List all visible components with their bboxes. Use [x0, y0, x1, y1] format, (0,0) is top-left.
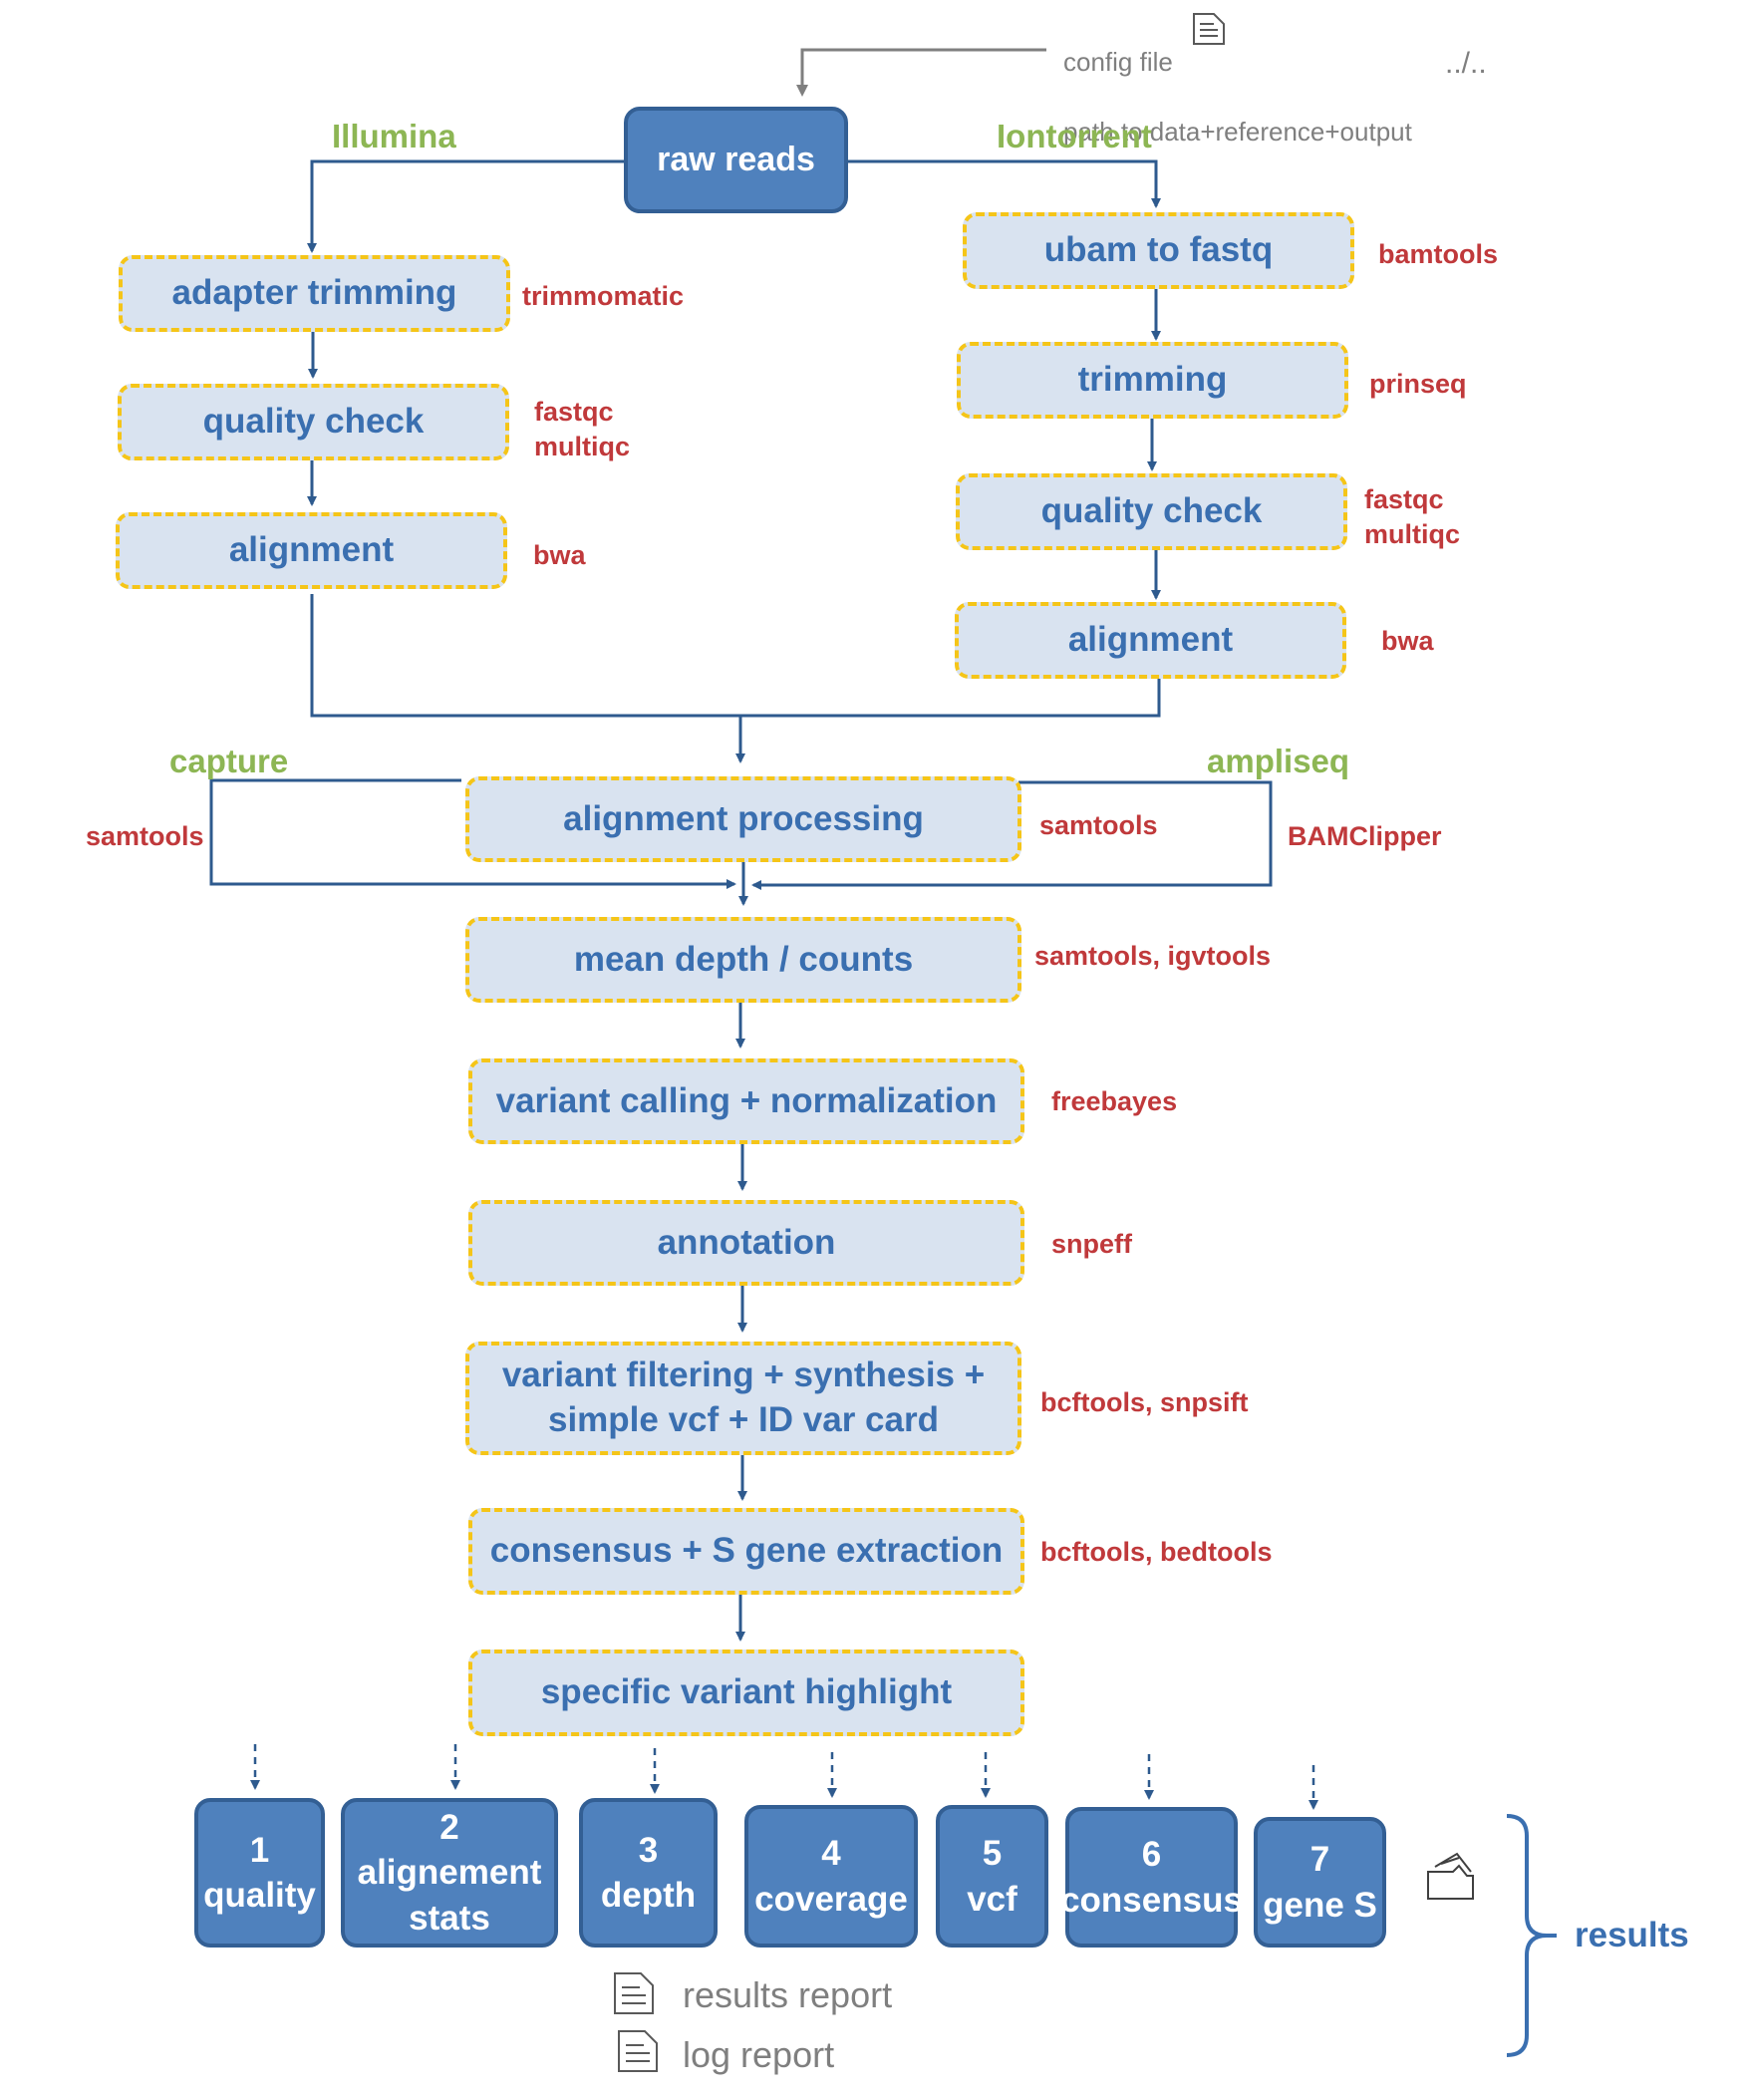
arrow-raw-to-illumina	[307, 159, 625, 253]
ion-step-alignment: alignment	[955, 602, 1346, 679]
branch-capture: capture	[169, 743, 289, 779]
step-alignment-processing: alignment processing	[465, 776, 1021, 862]
tool-consensus-extraction: bcftools, bedtools	[1040, 1537, 1273, 1567]
merge-illumina	[310, 594, 1161, 718]
results-report-label: results report	[683, 1974, 893, 2015]
tool-variant-calling: freebayes	[1051, 1086, 1178, 1116]
output-consensus: 6 consensus	[1060, 1807, 1243, 1948]
branch-iontorrent: Iontorrent	[997, 118, 1152, 154]
output-alignement-stats: 2 alignement stats	[341, 1798, 558, 1948]
ion-tool-fastqc-multiqc: fastqc multiqc	[1364, 484, 1461, 550]
config-file-label: config file	[1063, 47, 1173, 78]
ion-step-trimming: trimming	[957, 342, 1348, 419]
config-paths-label: path to data+reference+output	[1063, 117, 1412, 148]
output-gene-s: 7 gene S	[1254, 1817, 1386, 1948]
capture-loop	[209, 778, 736, 889]
output-vcf: 5 vcf	[936, 1805, 1048, 1948]
tool-alignment-processing: samtools	[1039, 810, 1158, 840]
log-report-label: log report	[683, 2034, 835, 2075]
output-quality: 1 quality	[194, 1798, 325, 1948]
ion-tool-bwa: bwa	[1381, 626, 1434, 656]
step-annotation: annotation	[468, 1200, 1024, 1286]
ampliseq-tool-bamclipper: BAMClipper	[1288, 821, 1442, 851]
step-consensus-extraction: consensus + S gene extraction	[468, 1508, 1024, 1595]
results-label: results	[1575, 1916, 1689, 1954]
illumina-tool-bwa: bwa	[533, 540, 586, 570]
step-specific-variant-highlight: specific variant highlight	[468, 1650, 1024, 1736]
illumina-step-quality-check: quality check	[118, 384, 509, 460]
results-folder-icon	[1427, 1852, 1474, 1900]
raw-reads-node: raw reads	[624, 107, 848, 213]
results-report-icon	[614, 1972, 654, 2014]
branch-illumina: Illumina	[332, 118, 456, 154]
ion-tool-prinseq: prinseq	[1369, 369, 1467, 399]
config-dots: ../..	[1445, 47, 1487, 80]
ampliseq-loop	[751, 780, 1273, 890]
illumina-tool-trimmomatic: trimmomatic	[522, 281, 685, 311]
config-file-icon	[1193, 13, 1225, 45]
branch-ampliseq: ampliseq	[1207, 743, 1350, 779]
ion-step-ubam-to-fastq: ubam to fastq	[963, 212, 1354, 289]
tool-annotation: snpeff	[1051, 1229, 1132, 1259]
results-brace	[1506, 1814, 1548, 2057]
log-report-icon	[618, 2030, 658, 2072]
config-note: config file path to data+reference+outpu…	[1063, 10, 1412, 150]
config-arrow	[796, 48, 1046, 97]
illumina-step-alignment: alignment	[116, 512, 507, 589]
illumina-step-adapter-trimming: adapter trimming	[119, 255, 510, 332]
step-variant-filtering: variant filtering + synthesis + simple v…	[465, 1342, 1021, 1455]
step-variant-calling: variant calling + normalization	[468, 1058, 1024, 1144]
tool-mean-depth-counts: samtools, igvtools	[1034, 941, 1272, 971]
ion-tool-bamtools: bamtools	[1378, 239, 1499, 269]
capture-tool-samtools: samtools	[86, 821, 204, 851]
ion-step-quality-check: quality check	[956, 473, 1347, 550]
arrow-raw-to-iontorrent	[848, 159, 1161, 208]
output-depth: 3 depth	[579, 1798, 718, 1948]
tool-variant-filtering: bcftools, snpsift	[1040, 1387, 1249, 1417]
step-mean-depth-counts: mean depth / counts	[465, 917, 1021, 1003]
illumina-tool-fastqc-multiqc: fastqc multiqc	[534, 397, 631, 462]
output-coverage: 4 coverage	[744, 1805, 918, 1948]
